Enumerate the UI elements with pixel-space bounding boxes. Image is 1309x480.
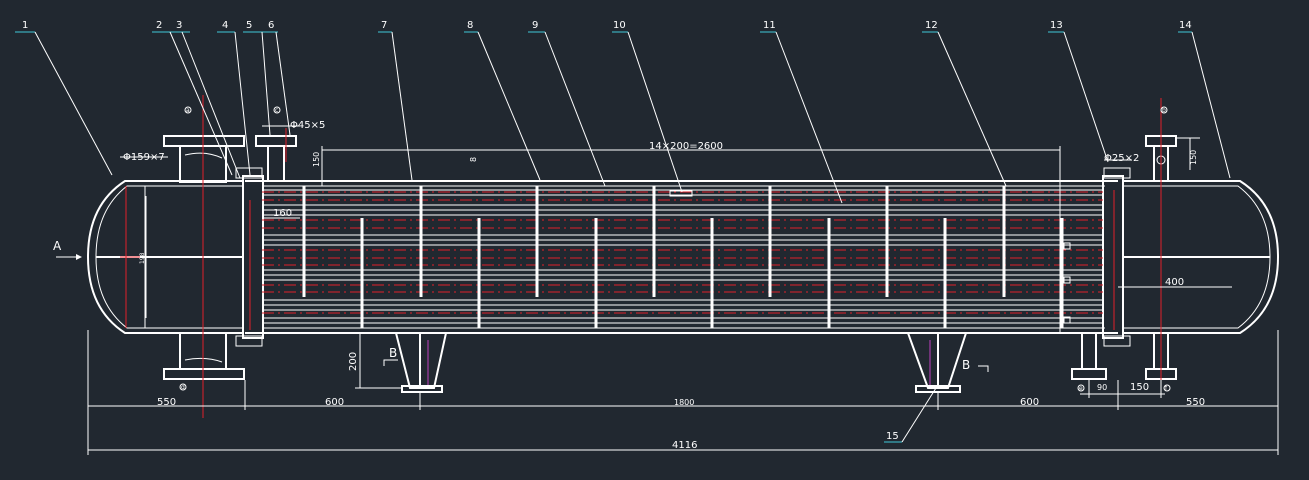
dim-198: 198 [139, 252, 146, 264]
dim-200: 200 [348, 352, 359, 371]
part-label-6: 6 [268, 20, 274, 31]
dim-150-bottom: 150 [1130, 382, 1149, 393]
part-label-1: 1 [22, 20, 28, 31]
leader-lines [15, 31, 1231, 443]
tube-centerlines [262, 191, 1103, 314]
saddle-support-left [394, 332, 448, 393]
tie-rod-nut [1063, 316, 1071, 324]
part-label-11: 11 [763, 20, 776, 31]
dim-8: 8 [469, 157, 478, 162]
tie-rod-nut [1063, 276, 1071, 284]
part-label-14: 14 [1179, 20, 1192, 31]
nozzle-marker-c: c [275, 107, 278, 114]
view-label-a: A [53, 239, 62, 253]
part-label-7: 7 [381, 20, 387, 31]
dimension-lines [87, 137, 1279, 455]
section-label-b-left: B [389, 346, 397, 360]
section-label-b-right: B [962, 358, 970, 372]
spec-top-small-nozzle: Φ45×5 [290, 120, 325, 131]
dim-90: 90 [1097, 383, 1107, 392]
dim-1800: 1800 [674, 398, 694, 407]
part-label-12: 12 [925, 20, 938, 31]
part-label-10: 10 [613, 20, 626, 31]
right-channel-head [1123, 180, 1280, 334]
nozzle-marker-e: e [1079, 385, 1083, 392]
nozzle-marker-a: a [186, 107, 190, 114]
part-label-13: 13 [1050, 20, 1063, 31]
nozzle-marker-labels: a c b d e f [179, 106, 1171, 392]
saddle-support-right [906, 332, 968, 393]
part-label-5: 5 [246, 20, 252, 31]
shell-bottom-drain-nozzle [1071, 332, 1107, 380]
dim-4116: 4116 [672, 440, 697, 451]
left-bottom-nozzle [163, 332, 245, 380]
nozzle-centerlines [120, 95, 1162, 418]
spec-left-nozzle: Φ159×7 [123, 152, 165, 163]
dim-600-right: 600 [1020, 397, 1039, 408]
dim-150-left: 150 [312, 152, 321, 167]
part-label-4: 4 [222, 20, 228, 31]
nozzle-marker-f: f [1165, 385, 1168, 392]
tie-rod-nut [1063, 242, 1071, 250]
part-number-labels: 1 2 3 4 5 6 7 8 9 10 11 12 13 14 15 [22, 20, 1192, 442]
section-label-texts: A B B [53, 239, 970, 372]
impingement-plate [669, 190, 693, 197]
dim-400: 400 [1165, 277, 1184, 288]
dim-550-right: 550 [1186, 397, 1205, 408]
part-label-8: 8 [467, 20, 473, 31]
dim-160: 160 [273, 208, 292, 219]
dim-550-left: 550 [157, 397, 176, 408]
part-label-9: 9 [532, 20, 538, 31]
tube-bundle [262, 189, 1103, 324]
dim-600-left: 600 [325, 397, 344, 408]
dimension-texts: 550 600 1800 600 90 150 550 4116 14×200=… [139, 141, 1205, 451]
pipe-spec-texts: Φ159×7 Φ45×5 Φ25×2 [123, 120, 1139, 164]
part-label-15: 15 [886, 431, 899, 442]
baffle-plates [302, 186, 1071, 328]
shell-top-small-nozzle [255, 135, 297, 182]
section-symbols [56, 254, 989, 372]
spec-tube: Φ25×2 [1104, 153, 1139, 164]
part-label-3: 3 [176, 20, 182, 31]
shell-body [235, 167, 1131, 347]
part-label-2: 2 [156, 20, 162, 31]
dim-150-right: 150 [1189, 150, 1198, 165]
dim-baffle-pitch: 14×200=2600 [649, 141, 723, 152]
nozzle-marker-d: d [181, 384, 185, 391]
nozzle-marker-b: b [1162, 107, 1166, 114]
left-channel-head [86, 180, 243, 334]
